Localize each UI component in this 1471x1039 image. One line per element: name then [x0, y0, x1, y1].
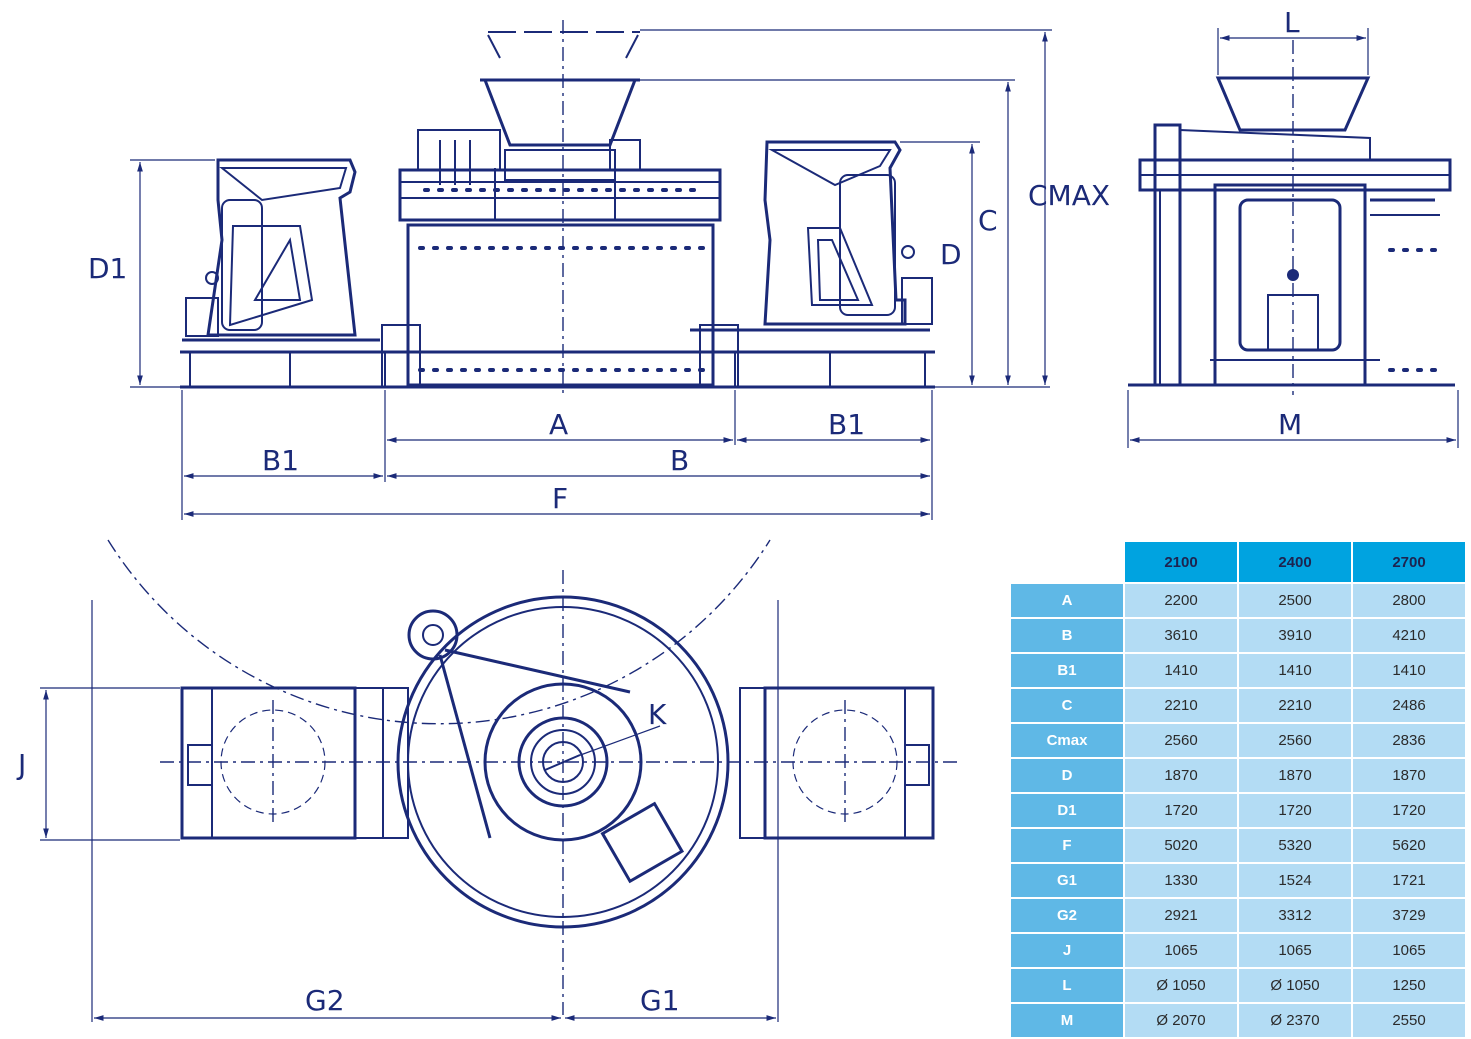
- label-a: A: [549, 408, 568, 441]
- label-l: L: [1284, 6, 1300, 39]
- label-m: M: [1278, 408, 1302, 441]
- table-cell: 2210: [1125, 689, 1237, 722]
- label-b1-right: B1: [828, 408, 865, 441]
- row-label: D: [1011, 759, 1123, 792]
- label-d1: D1: [88, 252, 127, 285]
- table-cell: 2500: [1239, 584, 1351, 617]
- table-cell: 2921: [1125, 899, 1237, 932]
- table-cell: Ø 2070: [1125, 1004, 1237, 1037]
- table-cell: 2486: [1353, 689, 1465, 722]
- row-label: G1: [1011, 864, 1123, 897]
- label-j: J: [16, 748, 26, 781]
- table-cell: 5320: [1239, 829, 1351, 862]
- table-cell: 2210: [1239, 689, 1351, 722]
- label-c: C: [978, 204, 998, 237]
- table-cell: 1410: [1125, 654, 1237, 687]
- row-label: C: [1011, 689, 1123, 722]
- table-cell: 1720: [1125, 794, 1237, 827]
- table-cell: 1065: [1239, 934, 1351, 967]
- table-cell: 5020: [1125, 829, 1237, 862]
- plan-view: K J G2 G1: [16, 539, 960, 1022]
- table-cell: 2800: [1353, 584, 1465, 617]
- table-cell: 1065: [1353, 934, 1465, 967]
- column-header: 2400: [1239, 542, 1351, 582]
- table-corner: [1011, 542, 1123, 582]
- label-g1: G1: [640, 984, 680, 1017]
- label-k: K: [648, 698, 667, 731]
- label-b1-left: B1: [262, 444, 299, 477]
- label-d: D: [940, 238, 962, 271]
- table-cell: 1720: [1239, 794, 1351, 827]
- table-cell: 2560: [1239, 724, 1351, 757]
- table-cell: 1721: [1353, 864, 1465, 897]
- table-cell: Ø 1050: [1125, 969, 1237, 1002]
- column-header: 2100: [1125, 542, 1237, 582]
- table-cell: 1870: [1125, 759, 1237, 792]
- table-cell: 2200: [1125, 584, 1237, 617]
- front-elevation: D1 D C CMAX A B1 B1 B F: [88, 20, 1110, 520]
- table-cell: 1410: [1239, 654, 1351, 687]
- table-cell: 1250: [1353, 969, 1465, 1002]
- table-cell: Ø 2370: [1239, 1004, 1351, 1037]
- row-label: G2: [1011, 899, 1123, 932]
- table-cell: 1410: [1353, 654, 1465, 687]
- table-cell: 1870: [1353, 759, 1465, 792]
- row-label: A: [1011, 584, 1123, 617]
- row-label: J: [1011, 934, 1123, 967]
- table-cell: 1524: [1239, 864, 1351, 897]
- table-cell: 1065: [1125, 934, 1237, 967]
- table-cell: Ø 1050: [1239, 969, 1351, 1002]
- row-label: B1: [1011, 654, 1123, 687]
- table-cell: 4210: [1353, 619, 1465, 652]
- label-g2: G2: [305, 984, 345, 1017]
- table-cell: 3312: [1239, 899, 1351, 932]
- table-cell: 1870: [1239, 759, 1351, 792]
- row-label: D1: [1011, 794, 1123, 827]
- table-cell: 3910: [1239, 619, 1351, 652]
- column-header: 2700: [1353, 542, 1465, 582]
- table-cell: 3729: [1353, 899, 1465, 932]
- table-cell: 5620: [1353, 829, 1465, 862]
- table-cell: 1720: [1353, 794, 1465, 827]
- table-cell: 2550: [1353, 1004, 1465, 1037]
- side-elevation: L M: [1127, 6, 1459, 448]
- label-cmax: CMAX: [1028, 179, 1110, 212]
- table-cell: 3610: [1125, 619, 1237, 652]
- row-label: L: [1011, 969, 1123, 1002]
- row-label: F: [1011, 829, 1123, 862]
- row-label: B: [1011, 619, 1123, 652]
- label-f: F: [552, 482, 568, 515]
- table-cell: 2560: [1125, 724, 1237, 757]
- table-cell: 1330: [1125, 864, 1237, 897]
- table-cell: 2836: [1353, 724, 1465, 757]
- row-label: M: [1011, 1004, 1123, 1037]
- table-header-row: 2100 2400 2700: [1011, 542, 1465, 582]
- row-label: Cmax: [1011, 724, 1123, 757]
- label-b: B: [670, 444, 689, 477]
